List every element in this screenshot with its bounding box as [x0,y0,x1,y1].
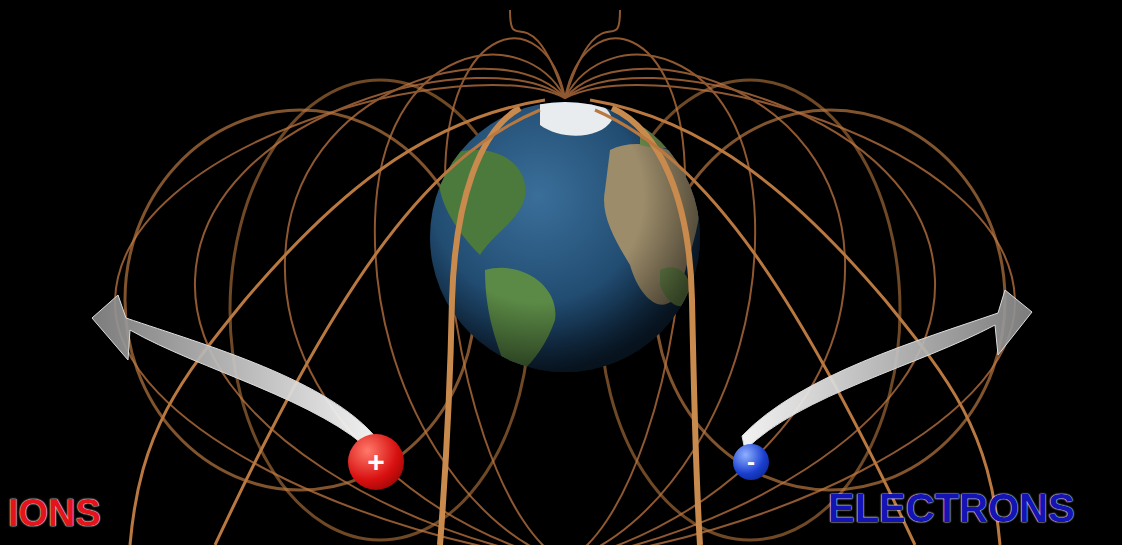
charge-sign: + [367,447,385,477]
ions-label: IONS [8,494,101,532]
electron-particle: - [733,444,769,480]
charge-sign: - [747,450,755,474]
electrons-label: ELECTRONS [828,488,1075,528]
ion-particle: + [348,434,404,490]
